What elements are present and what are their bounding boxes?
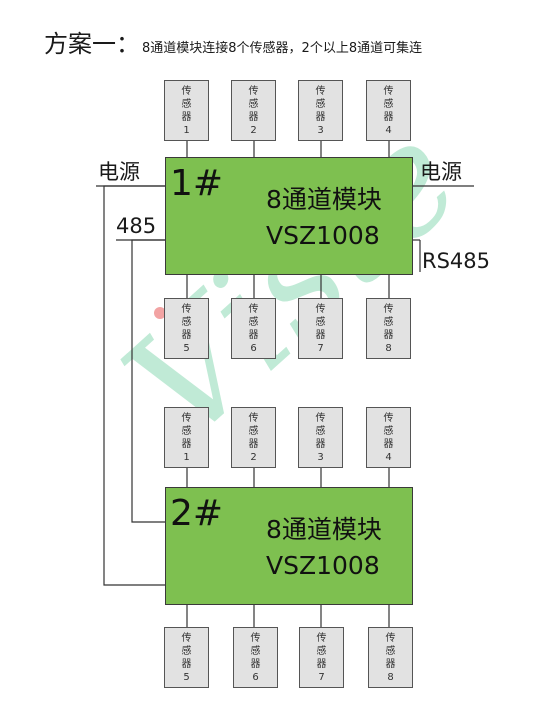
sensor-char: 器 bbox=[248, 329, 259, 341]
sensor-char: 传 bbox=[248, 85, 259, 97]
rs485-label: RS485 bbox=[422, 249, 491, 273]
sensor-char: 传 bbox=[181, 303, 192, 315]
sensor-char: 感 bbox=[181, 425, 192, 437]
module-1: 1# 8通道模块 VSZ1008 bbox=[165, 157, 413, 275]
sensor-number: 1 bbox=[183, 124, 190, 136]
sensor-char: 感 bbox=[383, 316, 394, 328]
sensor-char: 器 bbox=[315, 329, 326, 341]
sensor-char: 器 bbox=[316, 658, 327, 670]
sensor-char: 传 bbox=[181, 412, 192, 424]
sensor-char: 传 bbox=[316, 632, 327, 644]
sensor-char: 传 bbox=[383, 85, 394, 97]
sensor-char: 器 bbox=[181, 329, 192, 341]
sensor-number: 6 bbox=[250, 342, 257, 354]
module-1-model: VSZ1008 bbox=[266, 221, 380, 250]
module-2-name: 8通道模块 bbox=[266, 515, 382, 544]
sensor-char: 器 bbox=[181, 111, 192, 123]
sensor-char: 传 bbox=[315, 412, 326, 424]
sensor-char: 感 bbox=[315, 98, 326, 110]
sensor-char: 感 bbox=[250, 645, 261, 657]
sensor-char: 器 bbox=[385, 658, 396, 670]
sensor-number: 5 bbox=[183, 671, 190, 683]
sensor-number: 2 bbox=[250, 451, 257, 463]
sensor-number: 8 bbox=[385, 342, 392, 354]
sensor-number: 3 bbox=[317, 451, 324, 463]
sensor-char: 器 bbox=[250, 658, 261, 670]
title-main: 方案一： bbox=[44, 30, 140, 58]
sensor-char: 器 bbox=[181, 658, 192, 670]
sensor-char: 感 bbox=[248, 316, 259, 328]
sensor-char: 感 bbox=[383, 98, 394, 110]
module-1-name: 8通道模块 bbox=[266, 185, 382, 214]
sensor-char: 器 bbox=[248, 111, 259, 123]
sensor-char: 感 bbox=[181, 645, 192, 657]
sensor-number: 4 bbox=[385, 124, 392, 136]
module-1-number: 1# bbox=[170, 163, 224, 204]
power-label-left: 电源 bbox=[98, 160, 140, 184]
sensor-char: 器 bbox=[383, 329, 394, 341]
sensor-number: 3 bbox=[317, 124, 324, 136]
sensor-number: 2 bbox=[250, 124, 257, 136]
sensor-char: 感 bbox=[316, 645, 327, 657]
sensor-number: 4 bbox=[385, 451, 392, 463]
title-subtitle: 8通道模块连接8个传感器，2个以上8通道可集连 bbox=[142, 41, 423, 56]
sensor-char: 器 bbox=[315, 438, 326, 450]
sensor-char: 传 bbox=[383, 412, 394, 424]
sensor-char: 传 bbox=[383, 303, 394, 315]
sensor-number: 1 bbox=[183, 451, 190, 463]
power-label-right: 电源 bbox=[420, 160, 462, 184]
sensor-char: 器 bbox=[248, 438, 259, 450]
sensor-char: 器 bbox=[383, 111, 394, 123]
sensor-char: 感 bbox=[383, 425, 394, 437]
sensor-char: 感 bbox=[248, 425, 259, 437]
sensor-char: 传 bbox=[250, 632, 261, 644]
sensor-char: 传 bbox=[248, 412, 259, 424]
page-title: 方案一：8通道模块连接8个传感器，2个以上8通道可集连 bbox=[44, 24, 422, 59]
sensor-number: 7 bbox=[318, 671, 325, 683]
sensor-char: 传 bbox=[181, 632, 192, 644]
sensor-char: 器 bbox=[383, 438, 394, 450]
bus-485-label: 485 bbox=[116, 214, 157, 238]
sensor-char: 感 bbox=[248, 98, 259, 110]
sensor-char: 传 bbox=[385, 632, 396, 644]
sensor-char: 感 bbox=[181, 98, 192, 110]
sensor-number: 8 bbox=[387, 671, 394, 683]
sensor-number: 7 bbox=[317, 342, 324, 354]
sensor-char: 器 bbox=[315, 111, 326, 123]
sensor-number: 5 bbox=[183, 342, 190, 354]
sensor-char: 感 bbox=[315, 316, 326, 328]
module-2-number: 2# bbox=[170, 493, 224, 534]
module-2: 2# 8通道模块 VSZ1008 bbox=[165, 487, 413, 605]
sensor-char: 传 bbox=[315, 303, 326, 315]
sensor-number: 6 bbox=[252, 671, 259, 683]
sensor-char: 感 bbox=[385, 645, 396, 657]
sensor-char: 器 bbox=[181, 438, 192, 450]
sensor-char: 传 bbox=[181, 85, 192, 97]
sensor-char: 传 bbox=[315, 85, 326, 97]
sensor-char: 感 bbox=[315, 425, 326, 437]
sensor-char: 传 bbox=[248, 303, 259, 315]
sensor-char: 感 bbox=[181, 316, 192, 328]
module-2-model: VSZ1008 bbox=[266, 551, 380, 580]
